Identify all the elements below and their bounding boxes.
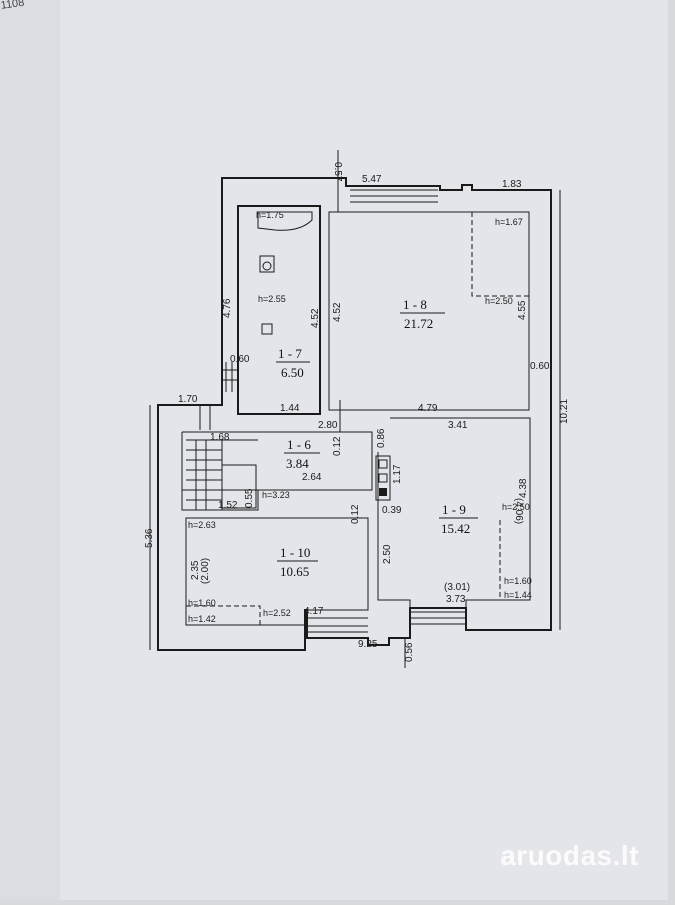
- window-room-7: [222, 362, 238, 392]
- height-label: h=1.42: [188, 614, 216, 624]
- room-1-6-area: 3.84: [286, 456, 309, 471]
- dimension-label: 2.80: [318, 420, 338, 431]
- height-label: h=2.55: [258, 294, 286, 304]
- stair-wall: [181, 432, 259, 511]
- paper-margin: [0, 0, 60, 900]
- room-1-9-id: 1 - 9: [442, 502, 466, 517]
- dimension-label: 2.50: [382, 544, 393, 564]
- room-8-wall: [328, 211, 530, 411]
- dimension-label: (4.06): [513, 498, 524, 524]
- dimension-label: 0.12: [332, 436, 343, 456]
- height-label: h=2.52: [263, 608, 291, 618]
- room-1-8-id: 1 - 8: [403, 297, 427, 312]
- dimension-label: 1.83: [502, 179, 522, 190]
- dimension-label: 0.55: [244, 488, 255, 508]
- dimension-label: 0.60: [230, 354, 250, 365]
- chimney-block: [375, 455, 391, 501]
- room-label-1-7: 1 - 7 6.50: [276, 346, 310, 380]
- room-10-wall: [185, 517, 369, 626]
- height-label: h=1.75: [256, 210, 284, 220]
- dimension-label: 3.73: [446, 594, 466, 605]
- dimension-label: 4.38: [518, 478, 529, 498]
- room-10-niche: [186, 605, 261, 625]
- dimension-label: 0.12: [350, 504, 361, 524]
- height-label: h=2.50: [502, 502, 530, 512]
- dimension-label: 2.35: [190, 560, 201, 580]
- room-label-1-9: 1 - 9 15.42: [439, 502, 478, 536]
- room-label-1-10: 1 - 10 10.65: [277, 545, 318, 579]
- dimension-label: (3.01): [444, 582, 470, 593]
- height-label: h=1.60: [504, 576, 532, 586]
- dimension-label: 1.70: [178, 394, 198, 405]
- dimension-label: 1.17: [392, 464, 403, 484]
- room-1-6-id: 1 - 6: [287, 437, 311, 452]
- window-bottom-left: [307, 617, 368, 633]
- room-9-wall: [377, 417, 531, 609]
- window-bottom-right: [410, 611, 466, 625]
- room-1-10-id: 1 - 10: [280, 545, 310, 560]
- dimension-label: 4.52: [332, 302, 343, 322]
- inner-wall: [237, 205, 321, 415]
- staircase: [186, 405, 258, 510]
- dimension-label: 1.52: [218, 500, 238, 511]
- dimension-label: 2.64: [302, 472, 322, 483]
- dimension-label: (2.00): [200, 558, 211, 584]
- dimension-label: 0.56: [404, 642, 415, 662]
- dimension-lines: [149, 150, 561, 668]
- bathtub-icon: [257, 211, 313, 231]
- sink-icon: [261, 323, 273, 335]
- dimension-label: 4.55: [517, 300, 528, 320]
- dimension-label: 4.17: [304, 606, 324, 617]
- window-top: [350, 189, 438, 203]
- height-label: h=1.60: [188, 598, 216, 608]
- height-label: h=2.63: [188, 520, 216, 530]
- dimension-label: 0.57: [332, 162, 343, 182]
- room-label-1-8: 1 - 8 21.72: [400, 297, 445, 331]
- dimension-label: 5.47: [362, 174, 382, 185]
- dimension-label: 4.79: [418, 403, 438, 414]
- dimension-label: 0.86: [376, 428, 387, 448]
- height-label: h=2.50: [485, 296, 513, 306]
- room-8-niche: [471, 212, 529, 297]
- dimension-label: 4.76: [222, 298, 233, 318]
- dimension-label: 4.52: [310, 308, 321, 328]
- watermark-logo: aruodas.lt: [500, 840, 639, 871]
- room-1-10-area: 10.65: [280, 564, 309, 579]
- dimension-label: 9.25: [358, 639, 378, 650]
- room-label-1-6: 1 - 6 3.84: [284, 437, 320, 471]
- room-1-7-area: 6.50: [281, 365, 304, 380]
- room-1-7-id: 1 - 7: [278, 346, 302, 361]
- dimension-label: 10.21: [559, 399, 570, 424]
- dimension-label: 1.44: [280, 403, 300, 414]
- dimension-label: 1.68: [210, 432, 230, 443]
- height-label: h=3.23: [262, 490, 290, 500]
- dimension-label: 3.41: [448, 420, 468, 431]
- dimension-label: 0.60: [530, 361, 550, 372]
- dimension-label: 0.39: [382, 505, 402, 516]
- room-1-9-area: 15.42: [441, 521, 470, 536]
- room-6-wall: [182, 431, 373, 491]
- height-label: h=1.44: [504, 590, 532, 600]
- dimension-label: 5.36: [144, 528, 155, 548]
- height-label: h=1.67: [495, 217, 523, 227]
- room-1-8-area: 21.72: [404, 316, 433, 331]
- toilet-icon: [259, 255, 275, 273]
